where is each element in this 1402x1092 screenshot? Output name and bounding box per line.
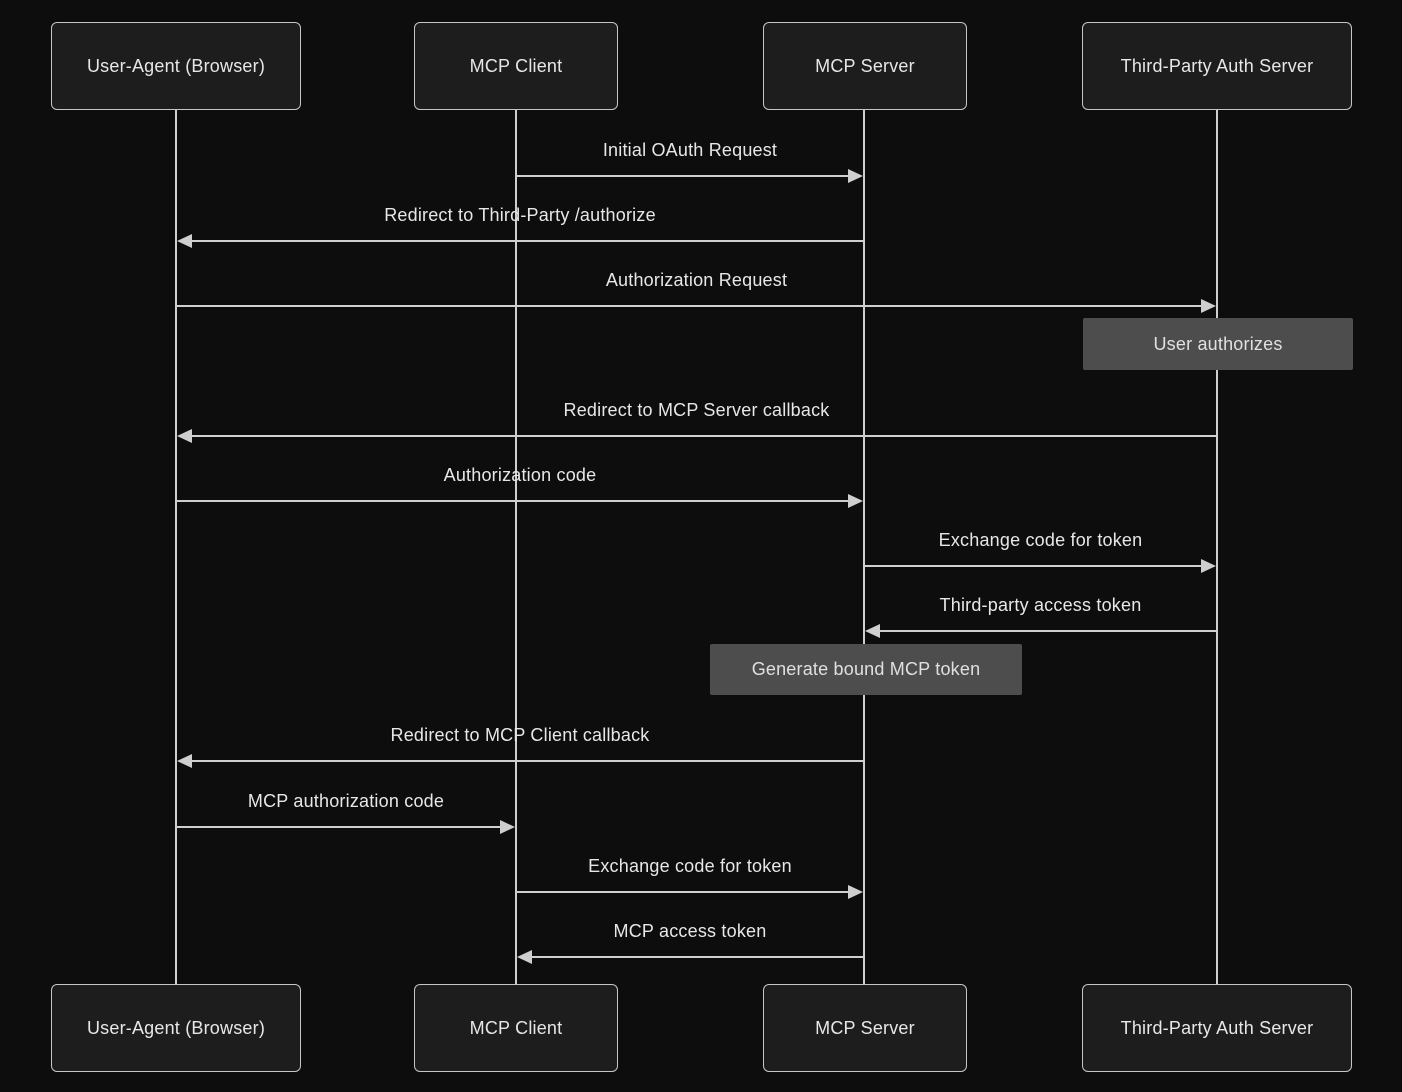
actor-box-mcp-client-bottom: MCP Client	[414, 984, 618, 1072]
message-1-line-initial-oauth-request	[516, 175, 852, 177]
lifeline-third-party-auth-server	[1216, 110, 1218, 984]
message-8-arrowhead	[177, 754, 192, 768]
message-6-label-exchange-code-for-token: Exchange code for token	[938, 530, 1143, 550]
message-10-line-exchange-code-for-token	[516, 891, 852, 893]
message-5-line-authorization-code	[176, 500, 852, 502]
message-9-arrowhead	[500, 820, 515, 834]
message-3-arrowhead	[1201, 299, 1216, 313]
message-8-line-redirect-to-mcp-client-callback	[188, 760, 864, 762]
actor-box-user-agent-top: User-Agent (Browser)	[51, 22, 301, 110]
note-generate-bound-mcp-token: Generate bound MCP token	[710, 644, 1022, 695]
message-5-label-authorization-code: Authorization code	[443, 465, 597, 485]
message-3-line-authorization-request	[176, 305, 1205, 307]
actor-box-mcp-client-top: MCP Client	[414, 22, 618, 110]
message-6-arrowhead	[1201, 559, 1216, 573]
message-7-line-third-party-access-token	[876, 630, 1217, 632]
note-user-authorizes: User authorizes	[1083, 318, 1353, 370]
message-1-arrowhead	[848, 169, 863, 183]
actor-box-mcp-server-bottom: MCP Server	[763, 984, 967, 1072]
message-3-label-authorization-request: Authorization Request	[605, 270, 788, 290]
message-7-label-third-party-access-token: Third-party access token	[939, 595, 1142, 615]
actor-box-user-agent-bottom: User-Agent (Browser)	[51, 984, 301, 1072]
message-4-line-redirect-to-mcp-server-callback	[188, 435, 1217, 437]
message-6-line-exchange-code-for-token	[864, 565, 1205, 567]
message-9-label-mcp-authorization-code: MCP authorization code	[247, 791, 445, 811]
lifeline-user-agent	[175, 110, 177, 984]
message-11-label-mcp-access-token: MCP access token	[613, 921, 767, 941]
message-8-label-redirect-to-mcp-client-callback: Redirect to MCP Client callback	[390, 725, 650, 745]
message-4-label-redirect-to-mcp-server-callback: Redirect to MCP Server callback	[563, 400, 830, 420]
lifeline-mcp-client	[515, 110, 517, 984]
message-10-label-exchange-code-for-token: Exchange code for token	[588, 856, 792, 876]
message-7-arrowhead	[865, 624, 880, 638]
message-1-label-initial-oauth-request: Initial OAuth Request	[602, 140, 778, 160]
message-4-arrowhead	[177, 429, 192, 443]
message-11-line-mcp-access-token	[528, 956, 864, 958]
message-2-line-redirect-to-third-party-authorize	[188, 240, 864, 242]
message-2-label-redirect-to-third-party-authorize: Redirect to Third-Party /authorize	[384, 205, 656, 225]
lifeline-mcp-server	[863, 110, 865, 984]
message-5-arrowhead	[848, 494, 863, 508]
message-11-arrowhead	[517, 950, 532, 964]
actor-box-mcp-server-top: MCP Server	[763, 22, 967, 110]
message-2-arrowhead	[177, 234, 192, 248]
message-10-arrowhead	[848, 885, 863, 899]
actor-box-third-party-auth-server-bottom: Third-Party Auth Server	[1082, 984, 1352, 1072]
actor-box-third-party-auth-server-top: Third-Party Auth Server	[1082, 22, 1352, 110]
message-9-line-mcp-authorization-code	[176, 826, 504, 828]
